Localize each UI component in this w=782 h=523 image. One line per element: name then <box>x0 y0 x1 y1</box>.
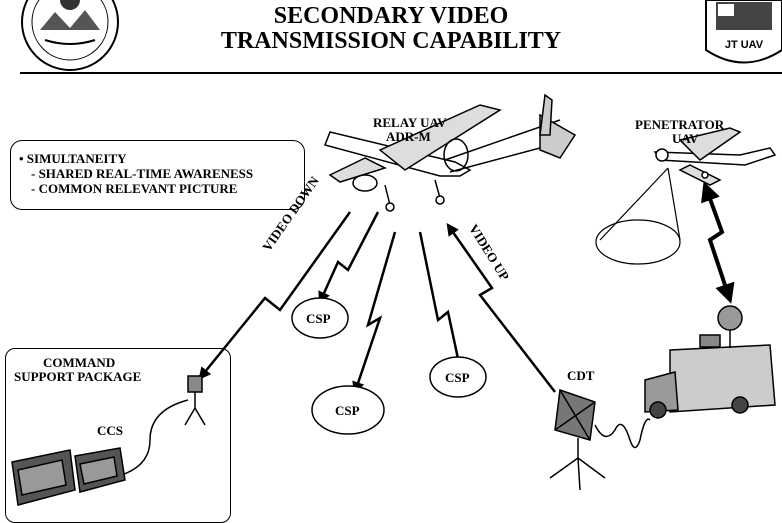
ccs-cable <box>109 399 189 479</box>
ccs-label: CCS <box>97 423 124 438</box>
csp-label-2: CSP <box>335 403 360 418</box>
bullet-main: • SIMULTANEITY <box>19 151 127 166</box>
csp-node-2 <box>311 385 385 435</box>
bullet-sub-1: - SHARED REAL-TIME AWARENESS <box>31 166 254 181</box>
ccs-antenna-tripod <box>184 375 206 426</box>
relay-to-csp3-arrow <box>418 231 465 371</box>
title-line-2: TRANSMISSION CAPABILITY <box>220 28 562 54</box>
csp-node-3 <box>429 356 487 398</box>
bullet-sub-2: - COMMON RELEVANT PICTURE <box>31 181 238 196</box>
ground-truck-icon <box>644 305 776 419</box>
ccs-consoles-icon <box>11 447 126 506</box>
relay-uav-label-2: ADR-M <box>386 129 431 144</box>
sensor-footprint-cone <box>595 167 681 265</box>
csp-label-1: CSP <box>306 311 331 326</box>
penetrator-uav-label-2: UAV <box>672 131 699 146</box>
csp-node-1 <box>291 297 349 339</box>
jtuav-shield-logo: JT UAV <box>705 0 782 64</box>
command-label-2: SUPPORT PACKAGE <box>14 369 142 384</box>
penetrator-uav-icon <box>653 127 777 186</box>
relay-uav-icon <box>324 93 577 212</box>
cdt-cable <box>594 418 651 449</box>
relay-to-csp2-arrow <box>352 231 397 395</box>
cdt-label: CDT <box>567 368 595 383</box>
penetrator-link-arrow <box>701 181 735 304</box>
capability-bullets-box: • SIMULTANEITY - SHARED REAL-TIME AWAREN… <box>10 140 305 210</box>
cdt-antenna-tripod <box>549 388 606 491</box>
video-up-arrow <box>446 222 556 393</box>
penetrator-uav-label-1: PENETRATOR <box>635 117 725 132</box>
relay-uav-label-1: RELAY UAV <box>373 115 447 130</box>
relay-to-csp1-arrow <box>318 211 380 305</box>
shield-logo-text: JT UAV <box>725 39 764 51</box>
title-line-1: SECONDARY VIDEO <box>273 3 509 29</box>
csp-label-3: CSP <box>445 370 470 385</box>
video-down-arrow <box>198 211 352 380</box>
seal-logo <box>21 0 119 71</box>
command-label-1: COMMAND <box>43 355 116 370</box>
